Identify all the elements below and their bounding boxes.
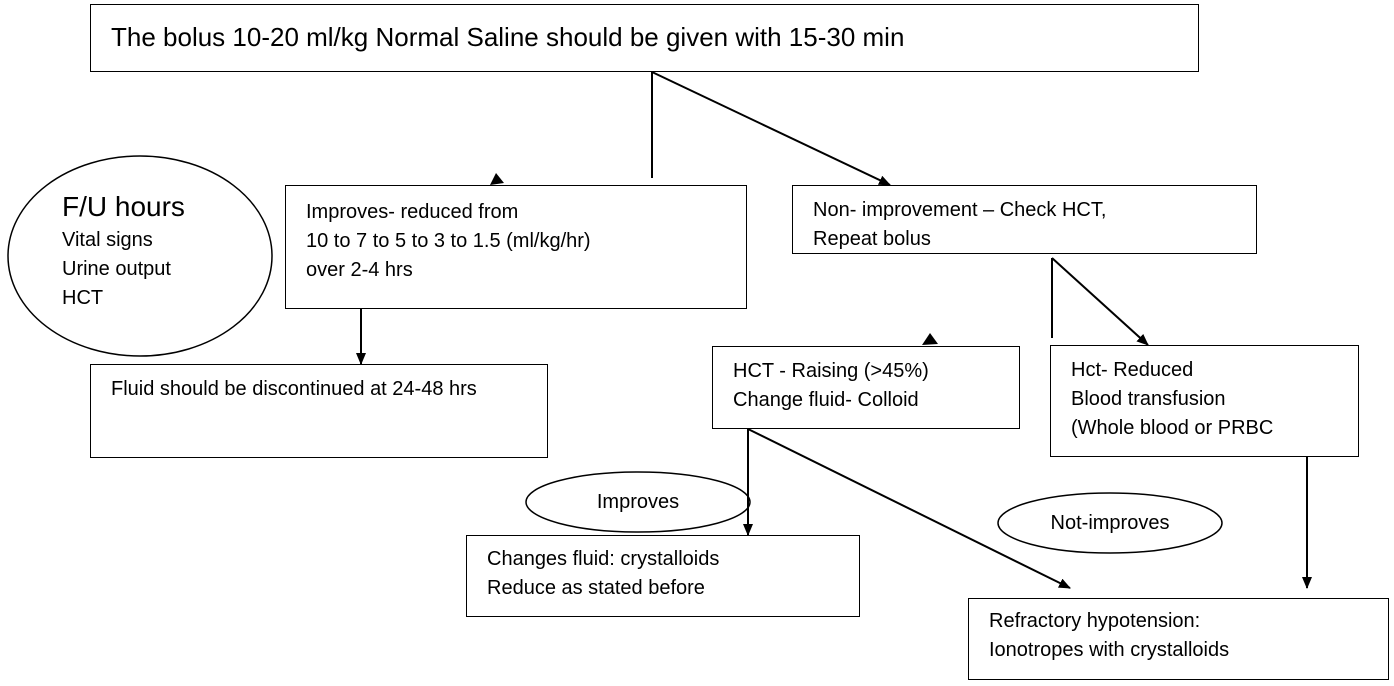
follow-up-item-hct: HCT — [62, 287, 104, 309]
arrowhead-improves — [490, 173, 504, 185]
follow-up-item-vital-signs: Vital signs — [62, 229, 153, 251]
hct-reduced-box: Hct- Reduced Blood transfusion (Whole bl… — [1050, 345, 1359, 457]
bolus-text: The bolus 10-20 ml/kg Normal Saline shou… — [111, 22, 905, 52]
hct-raising-line-1: HCT - Raising (>45%) — [733, 360, 929, 382]
hct-reduced-line-3: (Whole blood or PRBC — [1071, 417, 1274, 439]
improves-line-1: Improves- reduced from — [306, 201, 519, 223]
non-improvement-line-1: Non- improvement – Check HCT, — [813, 199, 1107, 221]
hct-raising-line-2: Change fluid- Colloid — [733, 389, 919, 411]
crystalloids-line-2: Reduce as stated before — [487, 577, 705, 599]
discontinue-box: Fluid should be discontinued at 24-48 hr… — [90, 364, 548, 458]
connector-top-to-nonimprovement — [651, 71, 891, 186]
refractory-box: Refractory hypotension: Ionotropes with … — [968, 598, 1389, 680]
improves-box: Improves- reduced from 10 to 7 to 5 to 3… — [285, 185, 747, 309]
improves-oval-label: Improves — [596, 491, 680, 513]
improves-line-2: 10 to 7 to 5 to 3 to 1.5 (ml/kg/hr) — [306, 230, 591, 252]
crystalloids-line-1: Changes fluid: crystalloids — [487, 548, 720, 570]
not-improves-oval-shape — [997, 492, 1223, 554]
refractory-line-2: Ionotropes with crystalloids — [989, 639, 1230, 661]
crystalloids-box: Changes fluid: crystalloids Reduce as st… — [466, 535, 860, 617]
hct-raising-box: HCT - Raising (>45%) Change fluid- Collo… — [712, 346, 1020, 429]
bolus-box: The bolus 10-20 ml/kg Normal Saline shou… — [90, 4, 1199, 72]
not-improves-oval-label: Not-improves — [1050, 512, 1170, 534]
improves-oval-shape — [525, 471, 751, 533]
improves-line-3: over 2-4 hrs — [306, 259, 413, 281]
hct-reduced-line-2: Blood transfusion — [1071, 388, 1226, 410]
refractory-line-1: Refractory hypotension: — [989, 610, 1201, 632]
follow-up-item-urine-output: Urine output — [62, 258, 171, 280]
non-improvement-line-2: Repeat bolus — [813, 228, 931, 250]
hct-reduced-line-1: Hct- Reduced — [1071, 359, 1194, 381]
connector-hct-raise-to-refractory — [747, 428, 1071, 589]
non-improvement-box: Non- improvement – Check HCT, Repeat bol… — [792, 185, 1257, 254]
follow-up-title: F/U hours — [62, 191, 185, 222]
arrowhead-hct-raising — [922, 333, 938, 345]
follow-up-oval — [7, 155, 273, 357]
connector-nonimprovement-to-hct-reduced — [1051, 257, 1149, 346]
discontinue-text: Fluid should be discontinued at 24-48 hr… — [111, 378, 477, 400]
